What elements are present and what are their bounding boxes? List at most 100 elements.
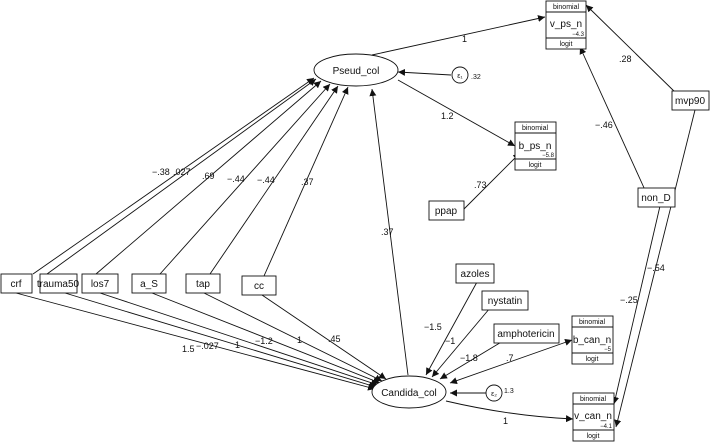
coef-a-s-candida: −1.2	[255, 336, 273, 346]
coef-amphotericin-candida: −1.8	[460, 353, 478, 363]
coef-trauma-candida: −.027	[196, 341, 219, 351]
edge-pseud-to-v-ps-n	[371, 15, 546, 56]
edge-a-s-to-pseud	[159, 83, 331, 275]
edge-a-s-to-candida	[151, 292, 381, 384]
edge-crf-to-candida	[15, 292, 376, 391]
edge-crf-to-pseud	[32, 77, 315, 275]
coef-crf-candida: 1.5	[182, 344, 195, 354]
glm-v-can-n: binomial v_can_n −4.1 logit	[572, 392, 615, 442]
node-los7-label: los7	[91, 279, 110, 290]
coef-mvp90-vcan: −.54	[647, 263, 665, 273]
node-crf-label: crf	[10, 279, 21, 290]
glm-b-ps-n-name: b_ps_n	[519, 141, 552, 152]
coef-pseud-v: 1	[462, 34, 467, 44]
node-ppap-label: ppap	[435, 206, 458, 217]
edge-tap-to-candida	[203, 292, 383, 382]
node-non-d-label: non_D	[641, 193, 670, 204]
glm-v-ps-n: binomial v_ps_n −4.3 logit	[545, 0, 587, 50]
coef-trauma-pseud: .027	[173, 167, 191, 177]
edge-trauma50-to-candida	[64, 292, 377, 389]
glm-v-ps-n-name: v_ps_n	[550, 19, 582, 30]
coef-cc-pseud: .37	[301, 177, 314, 187]
error-candida: ε₂ 1.3	[485, 384, 514, 402]
coef-nystatin-candida: −1	[445, 336, 455, 346]
edge-los7-to-candida	[99, 292, 379, 387]
glm-v-ps-n-family: binomial	[553, 4, 580, 11]
coef-candida-v: 1	[503, 416, 508, 426]
coef-a-s-pseud: −.44	[227, 174, 245, 184]
node-azoles-label: azoles	[461, 269, 490, 280]
node-a-s: a_S	[131, 273, 167, 294]
glm-b-ps-n-link: logit	[529, 162, 542, 169]
node-los7: los7	[81, 273, 119, 294]
node-a-s-label: a_S	[140, 279, 158, 290]
error-candida-var: 1.3	[504, 388, 514, 395]
glm-b-ps-n-family: binomial	[522, 125, 549, 132]
glm-b-can-n-intercept: −5	[604, 347, 612, 353]
node-non-d: non_D	[637, 187, 676, 208]
edge-candida-to-v-can-n	[445, 400, 574, 423]
glm-v-ps-n-intercept: −4.3	[572, 32, 585, 38]
node-nystatin-label: nystatin	[488, 296, 522, 307]
edge-trauma50-to-pseud	[46, 78, 317, 275]
edge-non-d-to-v-ps-n	[579, 46, 646, 191]
edge-mvp90-to-v-can-n	[614, 109, 696, 428]
coef-ppap-b: .73	[474, 180, 487, 190]
edge-pseud-to-b-ps-n	[397, 79, 516, 147]
node-amphotericin: amphotericin	[493, 323, 560, 344]
edge-ppap-to-b-ps-n	[462, 152, 521, 211]
coef-azoles-candida: −1.5	[424, 322, 442, 332]
latent-pseud: Pseud_col	[313, 53, 399, 87]
edge-candida-to-b-can-n	[449, 339, 573, 384]
edge-cc-to-candida	[261, 294, 387, 380]
coef-los7-pseud: .69	[202, 171, 215, 181]
glm-b-ps-n: binomial b_ps_n −5.8 logit	[514, 121, 557, 171]
node-trauma50-label: trauma50	[37, 279, 80, 290]
coef-tap-candida: 1	[297, 335, 302, 345]
error-pseud-label: ε₁	[457, 73, 463, 80]
glm-b-can-n-link: logit	[586, 356, 599, 363]
latent-candida-label: Candida_col	[381, 388, 437, 399]
node-amphotericin-label: amphotericin	[497, 329, 554, 340]
coef-los7-candida: 1	[235, 340, 240, 350]
node-tap: tap	[185, 273, 221, 294]
node-ppap: ppap	[428, 200, 465, 221]
edge-candida-to-pseud	[369, 88, 409, 376]
node-cc: cc	[241, 275, 277, 296]
edge-mvp90-to-v-ps-n	[585, 4, 679, 96]
node-mvp90: mvp90	[671, 90, 710, 111]
coef-candida-pseud: .37	[381, 227, 394, 237]
error-pseud: ε₁ .32	[451, 66, 481, 84]
glm-b-ps-n-intercept: −5.8	[542, 153, 555, 159]
glm-b-can-n: binomial b_can_n −5 logit	[571, 315, 614, 365]
node-crf: crf	[0, 273, 33, 294]
error-candida-label: ε₂	[491, 391, 497, 398]
coef-crf-pseud: −.38	[152, 167, 170, 177]
glm-v-can-n-family: binomial	[580, 396, 607, 403]
glm-v-can-n-link: logit	[587, 433, 600, 440]
latent-candida: Candida_col	[371, 375, 447, 409]
coef-non-d-v: −.46	[595, 120, 613, 130]
glm-b-can-n-family: binomial	[579, 319, 606, 326]
coefficient-labels: 1 1.2 .73 .28 −.46 −.54 −.25 −.38 .027 .…	[152, 34, 665, 426]
latent-pseud-label: Pseud_col	[333, 66, 380, 77]
node-mvp90-label: mvp90	[675, 96, 705, 107]
edges	[15, 4, 696, 428]
coef-tap-pseud: −.44	[257, 175, 275, 185]
glm-v-can-n-intercept: −4.1	[600, 424, 613, 430]
edge-azoles-to-candida	[425, 281, 478, 376]
glm-v-can-n-name: v_can_n	[574, 411, 612, 422]
glm-b-can-n-name: b_can_n	[573, 335, 611, 346]
node-trauma50: trauma50	[37, 273, 80, 294]
error-pseud-var: .32	[471, 74, 481, 81]
edge-cc-to-pseud	[263, 86, 349, 277]
glm-v-ps-n-link: logit	[560, 41, 573, 48]
edge-error1-to-pseud	[397, 68, 452, 76]
node-azoles: azoles	[455, 263, 495, 284]
node-nystatin: nystatin	[481, 290, 529, 311]
coef-candida-b: .7	[506, 353, 514, 363]
edge-los7-to-pseud	[95, 80, 322, 275]
node-cc-label: cc	[254, 281, 264, 292]
node-tap-label: tap	[196, 279, 210, 290]
